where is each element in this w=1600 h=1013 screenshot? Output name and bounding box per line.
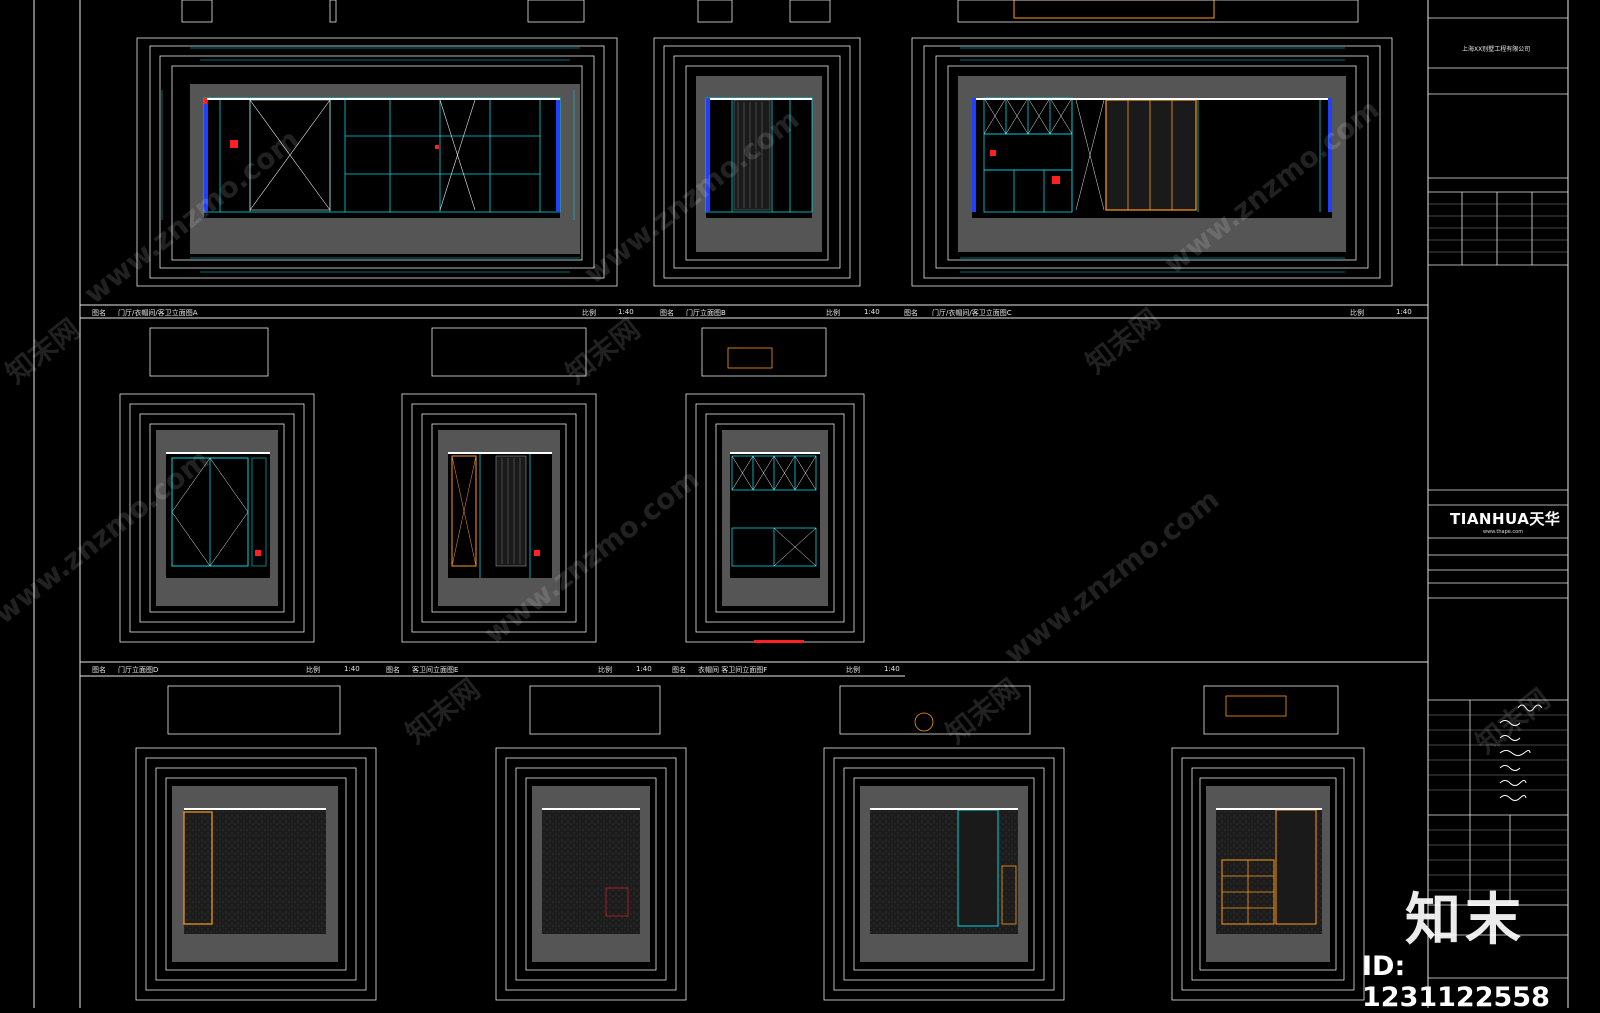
sheet-label-f-tag: 图名: [672, 666, 686, 674]
sheet-label-b-name: 门厅立面图B: [686, 309, 726, 317]
sheet-label-b-scale: 1:40: [864, 308, 880, 316]
sheet-label-a-scale-tag: 比例: [582, 309, 596, 317]
sheet-label-b-scale-tag: 比例: [826, 309, 840, 317]
sheet-label-e-scale-tag: 比例: [598, 666, 612, 674]
elevation-a: [136, 37, 618, 287]
title-block: [1428, 17, 1568, 979]
elevation-j: [1171, 685, 1365, 1001]
sheet-label-c-scale-tag: 比例: [1350, 309, 1364, 317]
sheet-border: [33, 0, 1569, 1008]
sheet-label-e-tag: 图名: [386, 666, 400, 674]
elevation-i: [823, 685, 1065, 1001]
sheet-label-a-scale: 1:40: [618, 308, 634, 316]
elevation-b: [653, 37, 861, 287]
sheet-label-d-scale-tag: 比例: [306, 666, 320, 674]
sheet-label-a-name: 门厅/衣帽间/客卫立面图A: [118, 309, 198, 317]
watermark-id: ID: 1231122558: [1362, 951, 1550, 1013]
elevation-g: [135, 685, 377, 1001]
sheet-label-c-scale: 1:40: [1396, 308, 1412, 316]
sheet-label-e-scale: 1:40: [636, 665, 652, 673]
top-edge-fragments: [181, 0, 1359, 23]
elevation-h: [495, 685, 687, 1001]
title-block-rows: [1428, 203, 1568, 891]
sheet-label-e-name: 客卫间立面图E: [412, 666, 459, 674]
tianhua-logo: TIANHUA天华: [1450, 510, 1561, 528]
sheet-label-d-name: 门厅立面图D: [118, 666, 159, 674]
elevation-e: [401, 327, 597, 643]
tianhua-url: www.thape.com: [1483, 529, 1524, 535]
elevation-f: [685, 327, 865, 643]
watermark-brand: 知末: [1405, 888, 1525, 953]
sheet-label-c-name: 门厅/衣帽间/客卫立面图C: [932, 309, 1012, 317]
sheet-label-a-tag: 图名: [92, 309, 106, 317]
sheet-label-f-scale: 1:40: [884, 665, 900, 673]
sheet-label-f-scale-tag: 比例: [846, 666, 860, 674]
sheet-label-b-tag: 图名: [660, 309, 674, 317]
sheet-label-d-scale: 1:40: [344, 665, 360, 673]
elevation-d: [119, 327, 315, 643]
sheet-label-c-tag: 图名: [904, 309, 918, 317]
title-block-company: 上海XX别墅工程有限公司: [1462, 46, 1531, 53]
sheet-label-f-name: 衣帽间 客卫间立面图F: [698, 666, 768, 674]
signatures: [1499, 704, 1543, 801]
sheet-label-d-tag: 图名: [92, 666, 106, 674]
elevation-c: [911, 0, 1393, 287]
